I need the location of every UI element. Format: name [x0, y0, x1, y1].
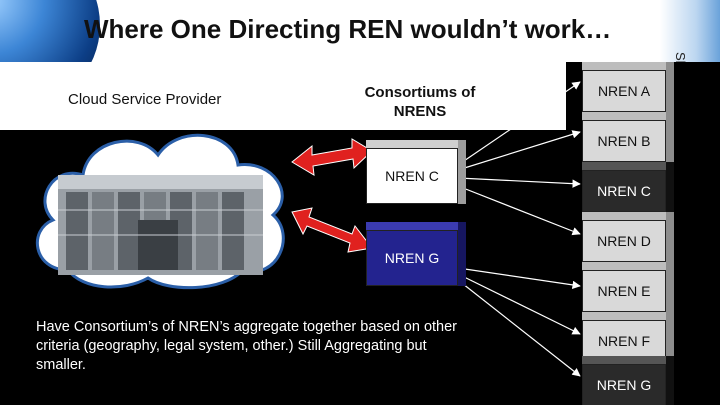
connector-g-to-e: [457, 267, 581, 290]
slide-title: Where One Directing REN wouldn’t work…: [84, 14, 612, 44]
nren-box-label: NREN E: [582, 270, 666, 312]
explanation-note: Have Consortium’s of NREN’s aggregate to…: [36, 319, 458, 373]
connector-c-to-d: [457, 185, 581, 236]
center-box-nren-g-label: NREN G: [366, 230, 458, 286]
connector-c-to-b: [457, 130, 581, 171]
connector-c-to-c: [457, 177, 581, 188]
consortiums-label-line2: NRENS: [393, 103, 447, 120]
consortiums-label-line1: Consortiums of: [364, 84, 476, 101]
nren-box-label: NREN G: [582, 364, 666, 405]
connector-g-to-g: [457, 279, 581, 377]
title-band: [0, 0, 720, 62]
nren-box-label: NREN A: [582, 70, 666, 112]
cloud-provider-graphic: [36, 133, 285, 290]
globe-edge-graphic: [660, 0, 720, 62]
nren-box-label: NREN D: [582, 220, 666, 262]
server-racks-icon: [58, 175, 263, 275]
center-box-nren-c-label: NREN C: [366, 148, 458, 204]
connector-c-to-a: [457, 81, 581, 166]
red-double-arrow-top: [291, 138, 373, 176]
cloud-provider-label: Cloud Service Provider: [68, 91, 222, 108]
nren-box-label: NREN C: [582, 170, 666, 212]
red-double-arrow-bottom: [291, 207, 373, 253]
connector-g-to-f: [457, 273, 581, 335]
nren-box-label: NREN B: [582, 120, 666, 162]
